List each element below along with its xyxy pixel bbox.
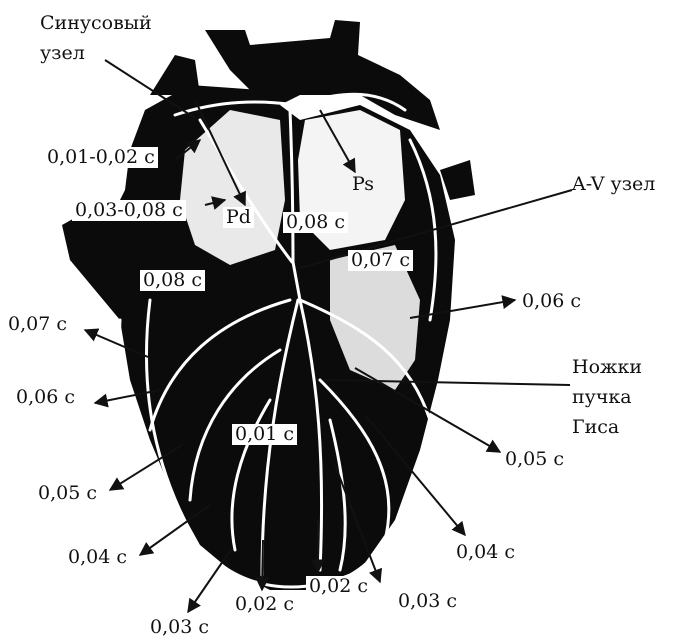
label-time-003-008: 0,03-0,08 с — [72, 200, 186, 221]
label-time-005-right: 0,05 с — [505, 450, 564, 469]
label-time-005-left: 0,05 с — [38, 484, 97, 503]
label-av-node: A-V узел — [572, 175, 655, 194]
label-sinus-node: Синусовый узел — [40, 8, 180, 68]
label-time-002-bottom: 0,02 с — [232, 594, 297, 615]
label-time-008-left: 0,08 с — [140, 270, 205, 291]
label-time-004-left: 0,04 с — [68, 548, 127, 567]
label-time-002-center: 0,02 с — [306, 576, 371, 597]
label-time-006-left: 0,06 с — [16, 388, 75, 407]
label-time-007-av: 0,07 с — [348, 250, 413, 271]
right-vessel-stub — [440, 160, 475, 200]
label-time-001-center: 0,01 с — [232, 424, 297, 445]
label-his-bundle: Ножки пучка Гиса — [572, 352, 672, 442]
label-pd: Pd — [223, 207, 254, 228]
label-sinus-node-text: Синусовый узел — [40, 12, 152, 64]
label-time-008-upper: 0,08 с — [283, 212, 348, 233]
heart-body — [62, 20, 475, 590]
label-ps: Ps — [352, 175, 374, 194]
label-time-003-right: 0,03 с — [398, 592, 457, 611]
label-time-007-left: 0,07 с — [8, 315, 67, 334]
pointer-002-bottom — [262, 540, 263, 590]
label-his-bundle-text: Ножки пучка Гиса — [572, 356, 642, 438]
label-time-001-002: 0,01-0,02 с — [44, 147, 158, 168]
label-time-004-right: 0,04 с — [456, 543, 515, 562]
pointer-003-bottom — [188, 548, 232, 612]
label-time-003-bottom: 0,03 с — [150, 618, 209, 637]
label-time-006-right: 0,06 с — [522, 292, 581, 311]
